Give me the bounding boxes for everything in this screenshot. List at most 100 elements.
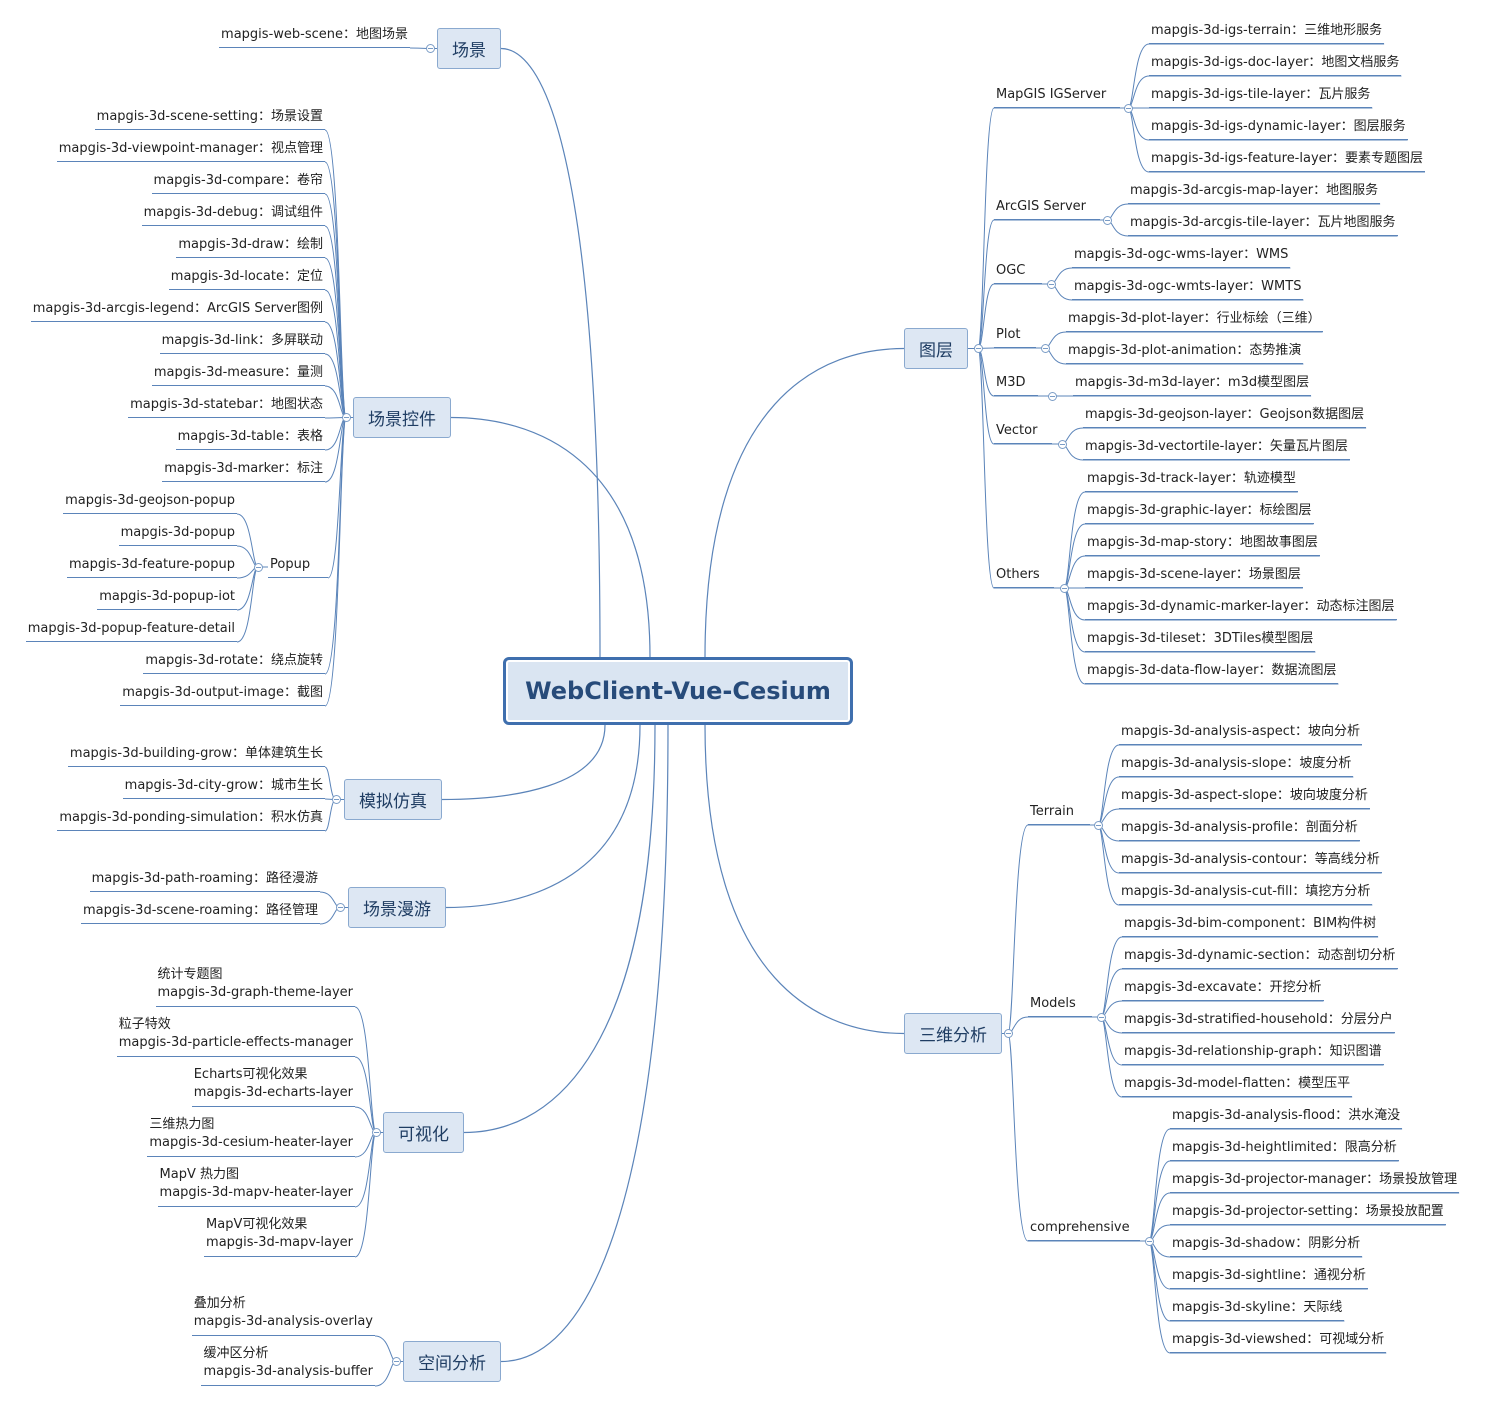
leaf-marker[interactable]: mapgis-3d-marker：标注: [162, 460, 325, 482]
leaf-cesium-heater[interactable]: 三维热力图 mapgis-3d-cesium-heater-layer: [147, 1116, 355, 1157]
leaf-tileset[interactable]: mapgis-3d-tileset：3DTiles模型图层: [1085, 630, 1316, 652]
leaf-echarts[interactable]: Echarts可视化效果 mapgis-3d-echarts-layer: [191, 1066, 355, 1107]
collapse-terrain[interactable]: [1093, 820, 1103, 830]
leaf-analysis-contour[interactable]: mapgis-3d-analysis-contour：等高线分析: [1119, 851, 1382, 873]
leaf-ogc-wmts[interactable]: mapgis-3d-ogc-wmts-layer：WMTS: [1072, 278, 1304, 300]
leaf-track-layer[interactable]: mapgis-3d-track-layer：轨迹模型: [1085, 470, 1298, 492]
collapse-scene[interactable]: [425, 44, 435, 53]
leaf-igs-tile-layer[interactable]: mapgis-3d-igs-tile-layer：瓦片服务: [1149, 86, 1373, 108]
leaf-skyline[interactable]: mapgis-3d-skyline：天际线: [1170, 1299, 1345, 1321]
collapse-comprehensive[interactable]: [1144, 1236, 1154, 1246]
leaf-analysis-aspect[interactable]: mapgis-3d-analysis-aspect：坡向分析: [1119, 723, 1362, 745]
leaf-analysis-cut-fill[interactable]: mapgis-3d-analysis-cut-fill：填挖方分析: [1119, 883, 1373, 905]
leaf-plot-layer[interactable]: mapgis-3d-plot-layer：行业标绘（三维）: [1066, 310, 1323, 332]
leaf-arcgis-legend[interactable]: mapgis-3d-arcgis-legend：ArcGIS Server图例: [30, 300, 325, 322]
center-topic[interactable]: WebClient-Vue-Cesium: [503, 657, 853, 725]
leaf-link[interactable]: mapgis-3d-link：多屏联动: [159, 332, 325, 354]
collapse-m3d[interactable]: [1047, 391, 1057, 401]
leaf-ogc-wms[interactable]: mapgis-3d-ogc-wms-layer：WMS: [1072, 246, 1291, 268]
collapse-models[interactable]: [1096, 1012, 1106, 1022]
leaf-arcgis-tile-layer[interactable]: mapgis-3d-arcgis-tile-layer：瓦片地图服务: [1128, 214, 1398, 236]
leaf-igs-terrain[interactable]: mapgis-3d-igs-terrain：三维地形服务: [1149, 22, 1385, 44]
collapse-ogc[interactable]: [1046, 279, 1056, 289]
leaf-mapv-heater[interactable]: MapV 热力图 mapgis-3d-mapv-heater-layer: [157, 1166, 355, 1207]
group-terrain[interactable]: Terrain: [1028, 803, 1090, 825]
topic-layers[interactable]: 图层: [904, 328, 968, 369]
leaf-draw[interactable]: mapgis-3d-draw：绘制: [176, 236, 325, 258]
topic-scene-controls[interactable]: 场景控件: [353, 397, 451, 438]
group-comprehensive[interactable]: comprehensive: [1028, 1219, 1140, 1241]
leaf-excavate[interactable]: mapgis-3d-excavate：开挖分析: [1122, 979, 1324, 1001]
collapse-popup[interactable]: [253, 562, 263, 572]
collapse-others[interactable]: [1059, 583, 1069, 593]
leaf-popup[interactable]: mapgis-3d-popup: [118, 524, 237, 546]
leaf-geojson-layer[interactable]: mapgis-3d-geojson-layer：Geojson数据图层: [1083, 406, 1367, 428]
group-plot[interactable]: Plot: [994, 326, 1036, 348]
leaf-table[interactable]: mapgis-3d-table：表格: [175, 428, 325, 450]
group-vector[interactable]: Vector: [994, 422, 1052, 444]
leaf-scene-setting[interactable]: mapgis-3d-scene-setting：场景设置: [94, 108, 325, 130]
leaf-igs-doc-layer[interactable]: mapgis-3d-igs-doc-layer：地图文档服务: [1149, 54, 1402, 76]
leaf-graphic-layer[interactable]: mapgis-3d-graphic-layer：标绘图层: [1085, 502, 1314, 524]
collapse-spatial[interactable]: [391, 1357, 401, 1366]
leaf-rotate[interactable]: mapgis-3d-rotate：绕点旋转: [143, 652, 325, 674]
leaf-feature-popup[interactable]: mapgis-3d-feature-popup: [67, 556, 237, 578]
leaf-analysis-flood[interactable]: mapgis-3d-analysis-flood：洪水淹没: [1170, 1107, 1403, 1129]
topic-visualization[interactable]: 可视化: [383, 1112, 464, 1153]
leaf-plot-animation[interactable]: mapgis-3d-plot-animation：态势推演: [1066, 342, 1304, 364]
leaf-compare[interactable]: mapgis-3d-compare：卷帘: [151, 172, 325, 194]
leaf-geojson-popup[interactable]: mapgis-3d-geojson-popup: [63, 492, 237, 514]
leaf-scene-roaming[interactable]: mapgis-3d-scene-roaming：路径管理: [80, 902, 320, 924]
leaf-analysis-slope[interactable]: mapgis-3d-analysis-slope：坡度分析: [1119, 755, 1354, 777]
leaf-dynamic-section[interactable]: mapgis-3d-dynamic-section：动态剖切分析: [1122, 947, 1398, 969]
leaf-popup-iot[interactable]: mapgis-3d-popup-iot: [97, 588, 237, 610]
leaf-output-image[interactable]: mapgis-3d-output-image：截图: [120, 684, 325, 706]
leaf-web-scene[interactable]: mapgis-web-scene：地图场景: [219, 26, 410, 48]
collapse-plot[interactable]: [1040, 343, 1050, 353]
leaf-heightlimited[interactable]: mapgis-3d-heightlimited：限高分析: [1170, 1139, 1399, 1161]
collapse-roaming[interactable]: [335, 903, 345, 912]
leaf-projector-manager[interactable]: mapgis-3d-projector-manager：场景投放管理: [1170, 1171, 1460, 1193]
leaf-sightline[interactable]: mapgis-3d-sightline：通视分析: [1170, 1267, 1368, 1289]
leaf-viewshed[interactable]: mapgis-3d-viewshed：可视域分析: [1170, 1331, 1387, 1353]
collapse-scene-controls[interactable]: [341, 413, 351, 422]
collapse-simulation[interactable]: [331, 795, 341, 804]
collapse-visualization[interactable]: [371, 1128, 381, 1137]
topic-spatial-analysis[interactable]: 空间分析: [403, 1341, 501, 1382]
leaf-map-story[interactable]: mapgis-3d-map-story：地图故事图层: [1085, 534, 1320, 556]
leaf-bim-component[interactable]: mapgis-3d-bim-component：BIM构件树: [1122, 915, 1379, 937]
leaf-igs-feature-layer[interactable]: mapgis-3d-igs-feature-layer：要素专题图层: [1149, 150, 1425, 172]
leaf-path-roaming[interactable]: mapgis-3d-path-roaming：路径漫游: [89, 870, 320, 892]
leaf-stratified-household[interactable]: mapgis-3d-stratified-household：分层分户: [1122, 1011, 1395, 1033]
topic-scene[interactable]: 场景: [437, 28, 501, 69]
group-arcgis-server[interactable]: ArcGIS Server: [994, 198, 1100, 220]
topic-3d-analysis[interactable]: 三维分析: [904, 1013, 1002, 1054]
leaf-statebar[interactable]: mapgis-3d-statebar：地图状态: [128, 396, 325, 418]
leaf-arcgis-map-layer[interactable]: mapgis-3d-arcgis-map-layer：地图服务: [1128, 182, 1381, 204]
leaf-graph-theme[interactable]: 统计专题图 mapgis-3d-graph-theme-layer: [155, 966, 355, 1007]
leaf-scene-layer[interactable]: mapgis-3d-scene-layer：场景图层: [1085, 566, 1303, 588]
group-m3d[interactable]: M3D: [994, 374, 1038, 396]
group-models[interactable]: Models: [1028, 995, 1092, 1017]
leaf-relationship-graph[interactable]: mapgis-3d-relationship-graph：知识图谱: [1122, 1043, 1384, 1065]
group-ogc[interactable]: OGC: [994, 262, 1042, 284]
subtopic-popup[interactable]: Popup: [268, 556, 328, 578]
leaf-mapv[interactable]: MapV可视化效果 mapgis-3d-mapv-layer: [204, 1216, 355, 1257]
leaf-popup-feature-detail[interactable]: mapgis-3d-popup-feature-detail: [25, 620, 237, 642]
group-igserver[interactable]: MapGIS IGServer: [994, 86, 1120, 108]
leaf-analysis-buffer[interactable]: 缓冲区分析 mapgis-3d-analysis-buffer: [201, 1345, 375, 1386]
leaf-building-grow[interactable]: mapgis-3d-building-grow：单体建筑生长: [67, 745, 325, 767]
leaf-model-flatten[interactable]: mapgis-3d-model-flatten：模型压平: [1122, 1075, 1353, 1097]
group-others[interactable]: Others: [994, 566, 1054, 588]
leaf-city-grow[interactable]: mapgis-3d-city-grow：城市生长: [122, 777, 325, 799]
collapse-analysis[interactable]: [1003, 1029, 1013, 1038]
collapse-vector[interactable]: [1057, 439, 1067, 449]
leaf-analysis-profile[interactable]: mapgis-3d-analysis-profile：剖面分析: [1119, 819, 1360, 841]
leaf-shadow[interactable]: mapgis-3d-shadow：阴影分析: [1170, 1235, 1363, 1257]
leaf-ponding-simulation[interactable]: mapgis-3d-ponding-simulation：积水仿真: [57, 809, 325, 831]
leaf-projector-setting[interactable]: mapgis-3d-projector-setting：场景投放配置: [1170, 1203, 1446, 1225]
leaf-analysis-overlay[interactable]: 叠加分析 mapgis-3d-analysis-overlay: [191, 1295, 375, 1336]
leaf-data-flow-layer[interactable]: mapgis-3d-data-flow-layer：数据流图层: [1085, 662, 1339, 684]
topic-roaming[interactable]: 场景漫游: [348, 887, 446, 928]
collapse-igserver[interactable]: [1123, 103, 1133, 113]
